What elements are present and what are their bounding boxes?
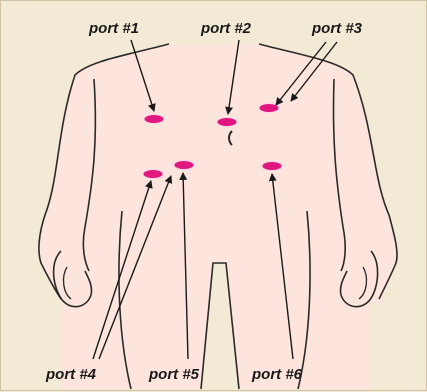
port-6-label: port #6	[251, 366, 303, 383]
port-4-marker	[143, 170, 163, 179]
torso-outline-icon	[39, 44, 397, 389]
port-6-marker	[262, 162, 282, 171]
port-2-marker	[217, 118, 237, 127]
port-4-label: port #4	[45, 366, 97, 383]
port-5-marker	[174, 161, 194, 170]
port-5-label: port #5	[148, 366, 200, 383]
port-1-marker	[144, 115, 164, 124]
port-3-label: port #3	[311, 20, 363, 37]
port-2-label: port #2	[200, 20, 252, 37]
port-1-label: port #1	[88, 20, 139, 37]
